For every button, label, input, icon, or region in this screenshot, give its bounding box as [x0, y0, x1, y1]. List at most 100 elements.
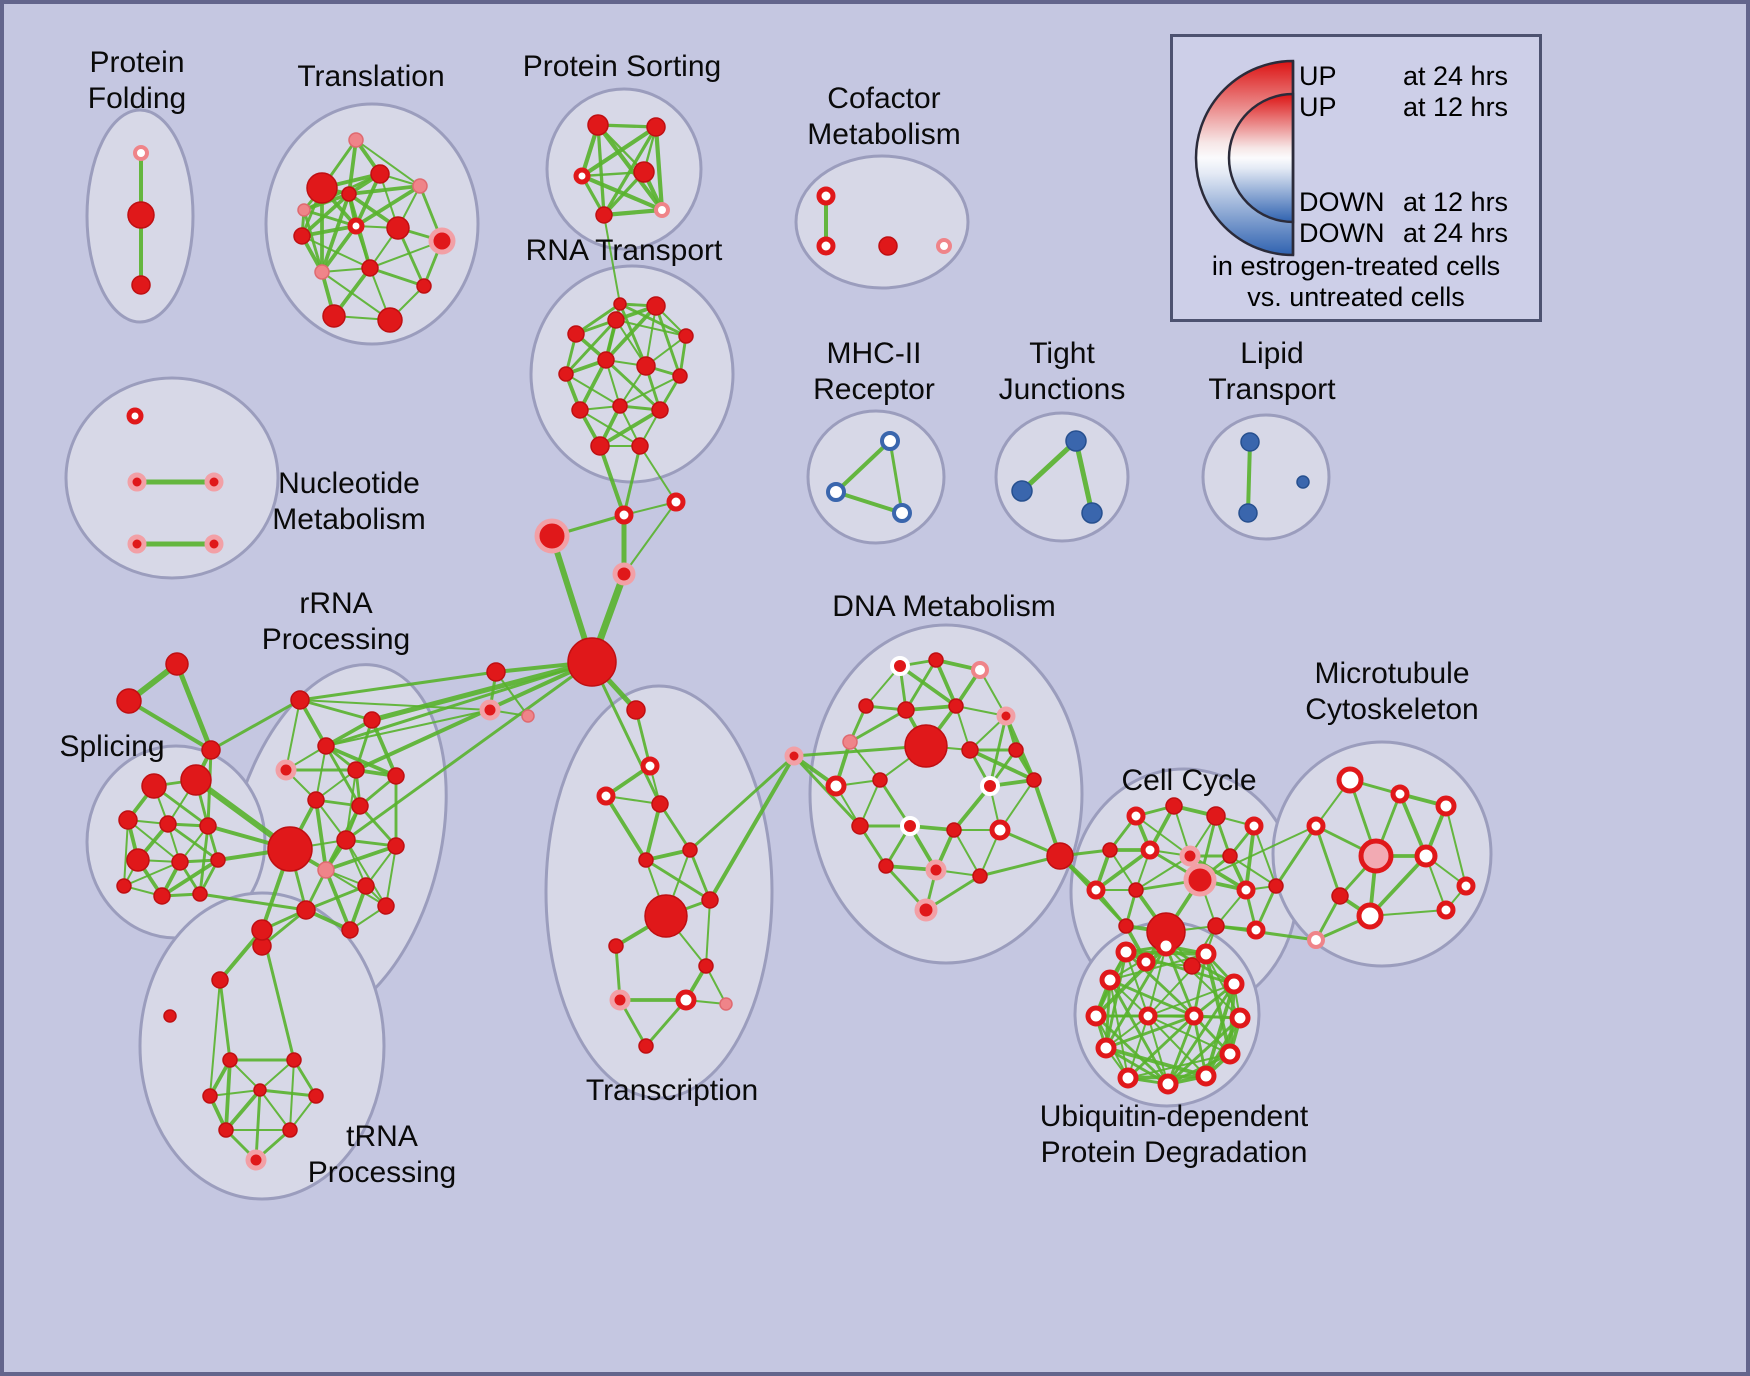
- node: [1183, 957, 1201, 975]
- edge: [1147, 945, 1167, 1017]
- node: [1436, 900, 1456, 920]
- label-dna-metabolism: DNA Metabolism: [832, 590, 1055, 623]
- edge: [601, 207, 665, 218]
- node: [972, 868, 988, 884]
- node: [290, 690, 310, 710]
- node: [1179, 845, 1201, 867]
- edge: [598, 408, 662, 448]
- node: [1356, 902, 1384, 930]
- edge: [834, 490, 904, 515]
- edge: [320, 224, 358, 274]
- node: [347, 761, 365, 779]
- edge: [324, 868, 352, 932]
- edge: [325, 709, 491, 747]
- node: [1307, 931, 1325, 949]
- node: [1223, 973, 1245, 995]
- node: [654, 202, 670, 218]
- edge: [639, 445, 677, 503]
- cluster-protein-sorting: [545, 87, 703, 251]
- edge: [603, 214, 621, 305]
- edge: [1108, 978, 1170, 1086]
- node: [267, 826, 313, 872]
- node: [925, 859, 947, 881]
- edge: [1368, 854, 1428, 918]
- edge: [619, 375, 681, 407]
- node: [1086, 880, 1106, 900]
- edge: [324, 744, 362, 808]
- node: [1184, 1006, 1204, 1026]
- node: [614, 505, 634, 525]
- node: [646, 296, 666, 316]
- node: [127, 201, 155, 229]
- node: [1095, 1037, 1117, 1059]
- node: [347, 217, 365, 235]
- edge: [324, 844, 398, 872]
- node: [251, 919, 273, 941]
- node: [363, 711, 381, 729]
- node-layer: [116, 114, 1476, 1171]
- node: [1414, 844, 1438, 868]
- edge: [127, 699, 213, 752]
- edge: [1094, 848, 1152, 892]
- node: [558, 366, 574, 382]
- node: [872, 772, 888, 788]
- node: [1008, 742, 1024, 758]
- node: [698, 958, 714, 974]
- edge: [579, 173, 665, 213]
- node: [1336, 766, 1364, 794]
- node: [890, 656, 910, 676]
- edge: [320, 192, 351, 274]
- edge: [1204, 952, 1232, 1056]
- node: [199, 817, 217, 835]
- node: [1183, 863, 1217, 897]
- node: [416, 278, 432, 294]
- edge: [849, 741, 881, 781]
- node: [1085, 1005, 1107, 1027]
- node: [607, 311, 625, 329]
- edge: [1109, 979, 1129, 1079]
- edge: [654, 304, 682, 378]
- node: [638, 852, 654, 868]
- edge: [904, 658, 938, 712]
- node: [644, 894, 688, 938]
- edge: [354, 660, 594, 772]
- node: [948, 698, 964, 714]
- cluster-dna-metabolism: [808, 623, 1084, 965]
- node: [626, 700, 646, 720]
- node: [1099, 969, 1121, 991]
- node: [387, 837, 405, 855]
- node: [1140, 840, 1160, 860]
- edge: [209, 979, 221, 1097]
- legend-time: at 12 hrs: [1403, 92, 1509, 122]
- node: [1296, 475, 1310, 489]
- node: [961, 741, 979, 759]
- legend-time: at 24 hrs: [1403, 218, 1509, 248]
- node: [1011, 480, 1033, 502]
- node: [204, 534, 224, 554]
- node: [784, 746, 804, 766]
- legend-time: at 12 hrs: [1403, 187, 1509, 217]
- node: [341, 186, 357, 202]
- edge: [174, 661, 214, 753]
- node: [1222, 848, 1238, 864]
- edge: [1135, 815, 1191, 857]
- node: [131, 275, 151, 295]
- edge-layer: [123, 122, 1467, 1162]
- node: [612, 398, 628, 414]
- node: [880, 431, 900, 451]
- edge: [358, 804, 398, 848]
- node: [1102, 842, 1118, 858]
- edge: [645, 305, 657, 367]
- edge: [708, 754, 796, 902]
- edge: [218, 928, 264, 982]
- node: [640, 756, 660, 776]
- edge: [1199, 825, 1317, 881]
- node: [293, 227, 311, 245]
- cluster-nucleotide-metabolism: [64, 376, 280, 580]
- node: [878, 858, 894, 874]
